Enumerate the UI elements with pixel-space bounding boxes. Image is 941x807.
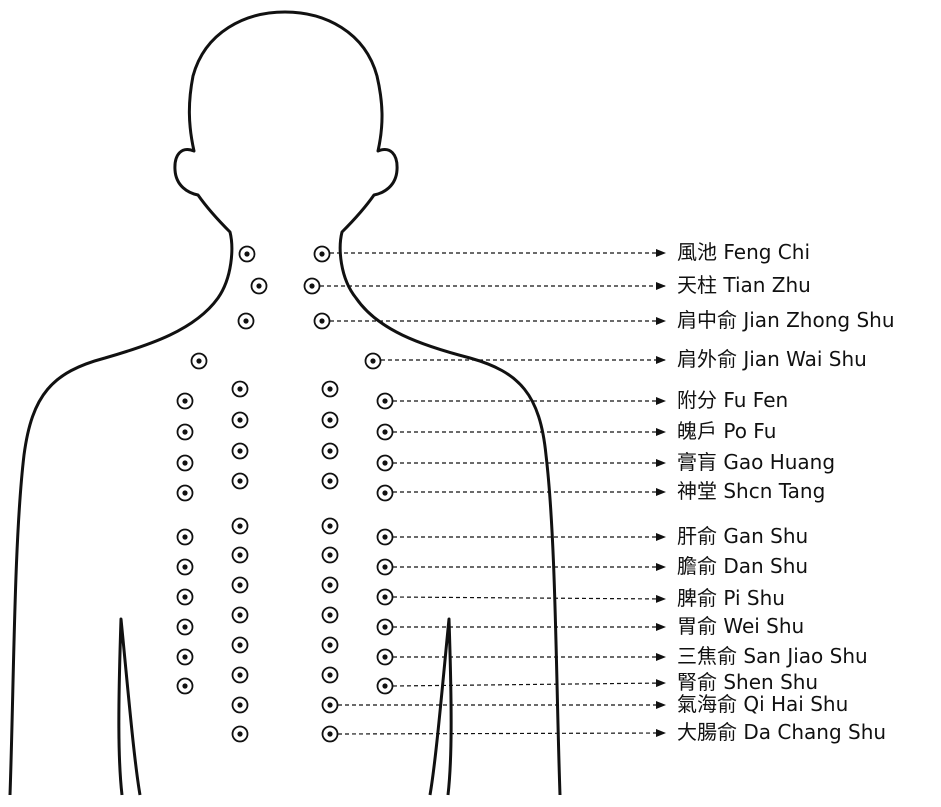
- acupoint-marker: [321, 517, 339, 535]
- acupoint-marker: [321, 666, 339, 684]
- label-da-chang-shu: 大腸俞 Da Chang Shu: [677, 720, 887, 744]
- acupoint-marker: [376, 392, 394, 410]
- acupoint-marker: [321, 636, 339, 654]
- acupoint-marker: [321, 472, 339, 490]
- left-arm-gap: [117, 617, 142, 796]
- acupoint-marker: [364, 352, 382, 370]
- acupoint-marker: [176, 558, 194, 576]
- leader-line-shen-shu: [392, 679, 666, 688]
- acupoint-marker: [231, 576, 249, 594]
- acupoint-marker: [176, 618, 194, 636]
- acupoint-marker: [231, 725, 249, 743]
- acupoint-marker: [313, 312, 331, 330]
- label-wei-shu: 胃俞 Wei Shu: [677, 614, 805, 638]
- label-po-fu: 魄戶 Po Fu: [677, 419, 777, 443]
- acupoint-marker: [231, 411, 249, 429]
- acupoint-marker: [321, 725, 339, 743]
- acupoint-marker: [376, 648, 394, 666]
- acupoint-marker: [376, 423, 394, 441]
- acupoint-marker: [321, 442, 339, 460]
- acupoint-marker: [231, 696, 249, 714]
- acupoint-marker: [231, 666, 249, 684]
- acupoint-marker: [231, 636, 249, 654]
- acupoint-marker: [238, 245, 256, 263]
- acupoint-marker: [321, 411, 339, 429]
- body-silhouette: [8, 10, 562, 796]
- acupoint-marker: [176, 454, 194, 472]
- leader-lines: [320, 249, 666, 738]
- acupoint-marker: [321, 696, 339, 714]
- acupoint-marker: [176, 484, 194, 502]
- label-feng-chi: 風池 Feng Chi: [677, 240, 810, 264]
- label-tian-zhu: 天柱 Tian Zhu: [677, 273, 811, 297]
- acupoint-marker: [376, 677, 394, 695]
- acupoint-marker: [250, 277, 268, 295]
- label-gao-huang: 膏肓 Gao Huang: [677, 450, 836, 474]
- acupoint-marker: [321, 606, 339, 624]
- acupoint-marker: [321, 576, 339, 594]
- acupoint-marker: [321, 380, 339, 398]
- acupoint-marker: [231, 517, 249, 535]
- right-arm-gap: [428, 617, 453, 796]
- label-san-jiao-shu: 三焦俞 San Jiao Shu: [677, 644, 868, 668]
- leader-line-da-chang-shu: [337, 729, 666, 738]
- acupoint-marker: [376, 454, 394, 472]
- acupoint-marker: [303, 277, 321, 295]
- label-pi-shu: 脾俞 Pi Shu: [677, 586, 785, 610]
- acupoint-marker: [237, 312, 255, 330]
- label-jian-zhong-shu: 肩中俞 Jian Zhong Shu: [677, 308, 895, 332]
- acupoint-marker: [176, 588, 194, 606]
- leader-line-pi-shu: [392, 594, 666, 603]
- acupoint-marker: [190, 352, 208, 370]
- acupoint-marker: [376, 484, 394, 502]
- acupoint-marker: [176, 423, 194, 441]
- label-shen-tang: 神堂 Shcn Tang: [677, 479, 826, 503]
- acupoint-marker: [321, 546, 339, 564]
- acupoint-marker: [376, 558, 394, 576]
- acupoint-marker: [313, 245, 331, 263]
- acupoint-marker: [231, 472, 249, 490]
- acupoint-marker: [231, 442, 249, 460]
- label-fu-fen: 附分 Fu Fen: [677, 388, 789, 412]
- acupoint-marker: [231, 380, 249, 398]
- acupoint-marker: [176, 648, 194, 666]
- acupoint-markers: [176, 245, 394, 743]
- acupoint-marker: [231, 546, 249, 564]
- label-jian-wai-shu: 肩外俞 Jian Wai Shu: [677, 347, 867, 371]
- label-qi-hai-shu: 氣海俞 Qi Hai Shu: [677, 692, 849, 716]
- acupoint-marker: [376, 588, 394, 606]
- acupoint-marker: [376, 618, 394, 636]
- label-gan-shu: 肝俞 Gan Shu: [677, 524, 809, 548]
- label-dan-shu: 膽俞 Dan Shu: [677, 554, 809, 578]
- acupoint-marker: [176, 677, 194, 695]
- label-shen-shu: 腎俞 Shen Shu: [677, 670, 819, 694]
- acupoint-marker: [176, 392, 194, 410]
- acupoint-marker: [376, 528, 394, 546]
- acupoint-marker: [176, 528, 194, 546]
- acupoint-marker: [231, 606, 249, 624]
